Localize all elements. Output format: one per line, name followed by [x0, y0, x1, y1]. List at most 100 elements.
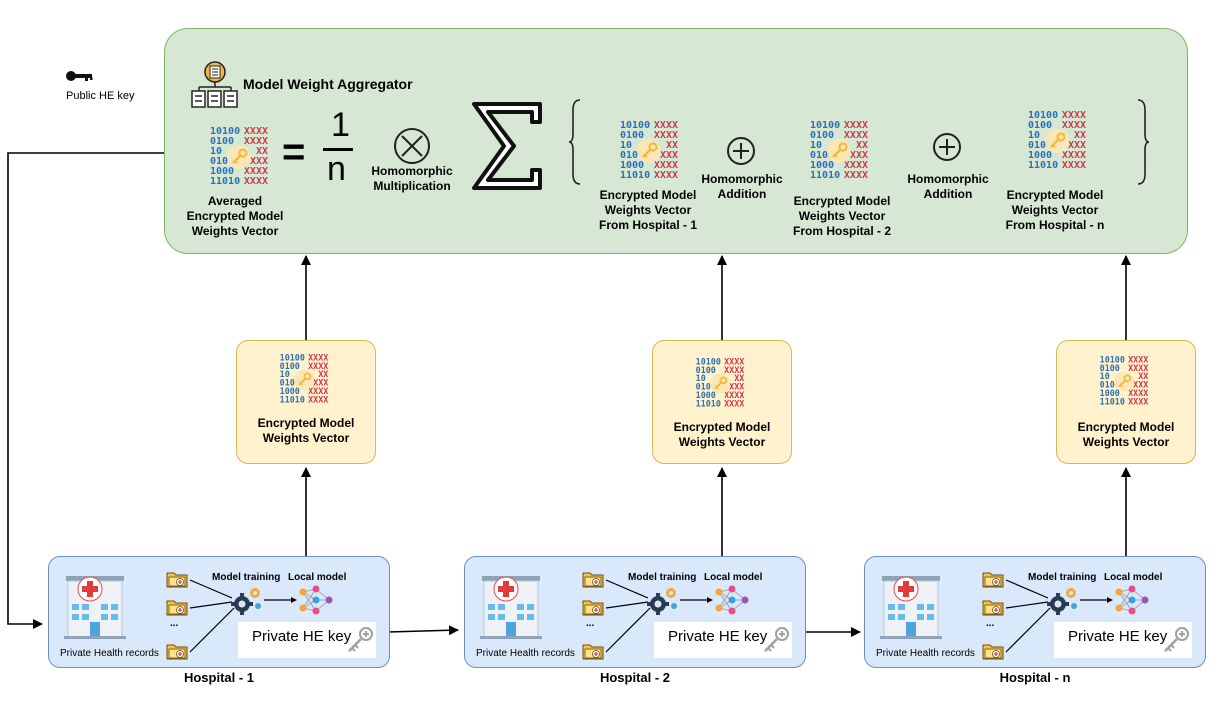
binary-row: 10100: [210, 126, 240, 137]
vector-h1-label-line-3: From Hospital - 1: [598, 218, 697, 232]
upload-box-hn: [1056, 340, 1196, 464]
binary-row: 1000: [1100, 388, 1120, 398]
cipher-row: XXXX: [1128, 354, 1148, 364]
key-badge-icon: [827, 139, 851, 163]
binary-row: 10: [210, 146, 222, 157]
cipher-row: XX: [666, 140, 678, 151]
vector-h1-label: Encrypted Model Weights Vector From Hosp…: [588, 188, 708, 233]
binary-row: 11010: [1100, 396, 1125, 406]
cipher-row: XXX: [1068, 140, 1086, 151]
circled-times-icon: [394, 128, 430, 164]
key-badge-icon: [1045, 129, 1069, 153]
folder-record-icon: [166, 600, 188, 616]
key-badge-icon: [227, 145, 251, 169]
ellipsis: ...: [170, 618, 179, 629]
vector-h2-label-line-1: Encrypted Model: [793, 194, 891, 208]
cipher-row: XXX: [660, 150, 678, 161]
cipher-row: XXXX: [244, 136, 268, 147]
folder-record-icon: [166, 572, 188, 588]
addition-2-line-2: Addition: [923, 187, 973, 201]
neural-network-icon: [1115, 585, 1149, 615]
cipher-row: XX: [856, 140, 868, 151]
hospital-building-icon: [480, 576, 542, 639]
averaged-label-line-1: Averaged: [207, 194, 263, 208]
binary-row: 0100: [696, 382, 716, 392]
vector-hn-label-line-3: From Hospital - n: [1005, 218, 1105, 232]
binary-row: 0100: [696, 365, 716, 375]
binary-row: 10100: [810, 120, 840, 131]
vector-h2-icon: 101000100100100100011010XXXXXXXXXXXXXXXX…: [810, 120, 868, 180]
vector-hn-label: Encrypted Model Weights Vector From Hosp…: [995, 188, 1115, 233]
ellipsis: ...: [986, 618, 995, 629]
binary-row: 1000: [810, 160, 834, 171]
addition-label-1: Homomorphic Addition: [692, 172, 792, 202]
binary-row: 0100: [280, 361, 300, 371]
aggregator-title: Model Weight Aggregator: [243, 76, 413, 92]
binary-row: 0100: [810, 150, 834, 161]
folder-record-icon: [982, 600, 1004, 616]
cipher-row: XXXX: [654, 170, 678, 180]
hospital-n: Private Health records ... Model trainin…: [864, 556, 1206, 668]
vector-h2-label-line-2: Weights Vector: [798, 209, 886, 223]
cipher-row: XXXX: [654, 130, 678, 141]
multiplication-label: Homomorphic Multiplication: [362, 164, 462, 194]
binary-row: 1000: [280, 386, 300, 396]
cipher-row: XX: [1074, 130, 1086, 141]
binary-row: 10100: [280, 352, 305, 362]
cipher-row: XXXX: [308, 394, 328, 404]
private-key-box: [238, 622, 376, 658]
key-add-icon: [764, 627, 789, 652]
binary-row: 1000: [210, 166, 234, 177]
vector-hn-icon: 101000100100100100011010XXXXXXXXXXXXXXXX…: [1028, 110, 1086, 170]
cipher-row: XXXX: [844, 130, 868, 141]
cipher-row: XXXX: [654, 120, 678, 131]
binary-row: 10: [1100, 371, 1110, 381]
folder-record-icon: [582, 644, 604, 660]
cipher-row: XXXX: [844, 120, 868, 131]
fraction-bar: [323, 148, 353, 151]
binary-row: 11010: [696, 398, 721, 408]
key-badge-icon: [709, 373, 731, 394]
records-label: Private Health records: [60, 648, 159, 659]
cipher-row: XXXX: [724, 398, 744, 408]
averaged-label-line-2: Encrypted Model: [186, 209, 284, 223]
gear-icon: [231, 588, 261, 615]
key-add-icon: [1164, 627, 1189, 652]
private-key-label: Private HE key: [1068, 628, 1168, 645]
records-label: Private Health records: [476, 648, 575, 659]
upload-box-h2: [652, 340, 792, 464]
cipher-row: XXXX: [1062, 150, 1086, 161]
vector-h1-label-line-2: Weights Vector: [604, 203, 692, 217]
binary-row: 0100: [1028, 120, 1052, 131]
cipher-row: XX: [318, 369, 328, 379]
cipher-row: XXXX: [844, 170, 868, 180]
left-brace: [568, 99, 581, 185]
cipher-row: XX: [734, 373, 744, 383]
hospital-2: Private Health records ... Model trainin…: [464, 556, 806, 668]
cipher-row: XXXX: [1128, 363, 1148, 373]
cipher-row: XXX: [729, 382, 744, 392]
addition-2-line-1: Homomorphic: [907, 172, 989, 186]
cipher-row: XXXX: [1062, 160, 1086, 170]
cipher-row: XXXX: [724, 390, 744, 400]
training-flow-arrows: [605, 579, 713, 653]
hospital-name: Hospital - 1: [183, 670, 255, 685]
local-model-label: Local model: [288, 572, 347, 583]
upload-h1-icon: 101000100100100100011010XXXXXXXXXXXXXXXX…: [280, 352, 329, 404]
cipher-row: XXXX: [1128, 396, 1148, 406]
cipher-row: XXX: [850, 150, 868, 161]
folder-record-icon: [166, 644, 188, 660]
equals-sign: =: [282, 130, 306, 174]
sigma-icon: [472, 102, 542, 190]
binary-row: 0100: [620, 150, 644, 161]
binary-row: 10: [696, 373, 706, 383]
local-model-label: Local model: [704, 572, 763, 583]
upload-h2-icon: 101000100100100100011010XXXXXXXXXXXXXXXX…: [696, 356, 745, 408]
key-badge-icon: [637, 139, 661, 163]
upload-hn-label: Encrypted Model Weights Vector: [1056, 420, 1196, 450]
private-key-label: Private HE key: [668, 628, 768, 645]
cipher-row: XXXX: [844, 160, 868, 171]
binary-row: 1000: [1028, 150, 1052, 161]
folder-record-icon: [982, 572, 1004, 588]
binary-row: 11010: [810, 170, 840, 180]
